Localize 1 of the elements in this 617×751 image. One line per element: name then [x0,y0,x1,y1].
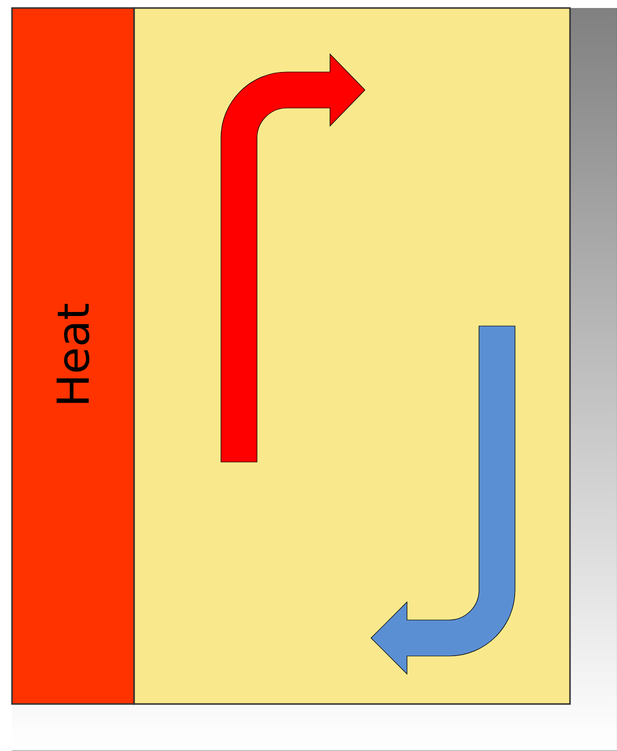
heat-band: Heat [11,7,135,705]
